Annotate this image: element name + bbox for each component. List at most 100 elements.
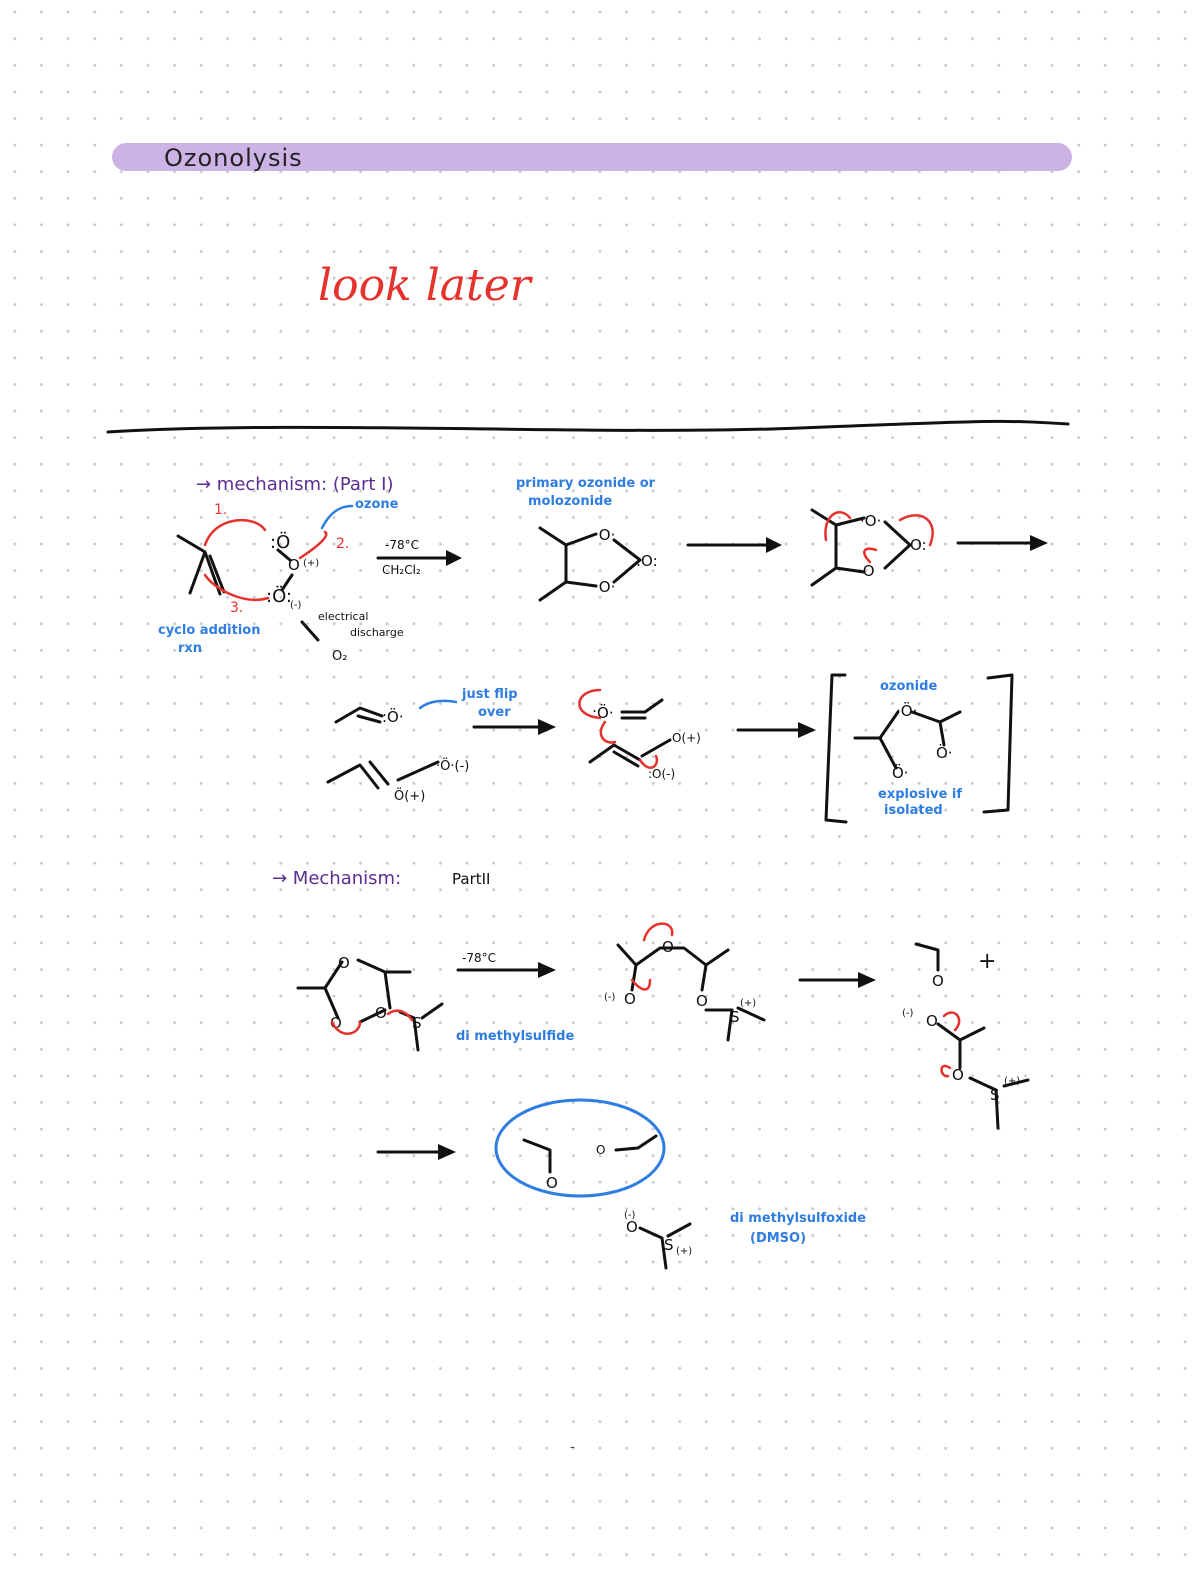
curved-arrow-3 [203,573,270,601]
svg-text:(-): (-) [604,992,616,1003]
carbonyl-fragment-structure: :Ö· [334,706,404,726]
dmso-abbrev-label: (DMSO) [750,1231,806,1246]
step-3-label: 3. [230,600,243,616]
svg-text:O:: O: [910,536,927,554]
svg-text:O: O [662,938,674,956]
bracket-right [982,673,1014,814]
part2-heading-prefix: → Mechanism: [272,868,401,889]
curved-arrow-4 [824,511,852,542]
svg-text:·O·: ·O· [860,512,881,530]
flip-pointer-arrow [418,699,458,710]
svg-text:(+): (+) [740,998,756,1009]
svg-text:·Ö·(-): ·Ö·(-) [436,757,469,774]
svg-text:O: O [926,1012,938,1030]
arrow-head-4 [538,719,556,735]
svg-text:O: O [932,972,944,990]
svg-text::Ö: :Ö [270,531,290,553]
cond1-temp: -78°C [385,538,419,552]
part2-heading-suffix: PartII [452,870,490,888]
step-2-label: 2. [336,536,349,552]
svg-text:O: O [596,1143,605,1157]
svg-text:O: O [546,1174,558,1192]
ozonide-structure: ·Ö· Ö· Ö· [853,701,962,782]
ozone-structure: :Ö O (+) :Ö: (-) [266,531,319,611]
title-banner: Ozonolysis [112,143,1072,172]
intermediate-structure: O O (-) O S (+) [604,938,766,1042]
svg-text:O: O [338,954,350,972]
svg-text:O: O [288,556,300,574]
curved-arrow-5 [863,547,878,564]
arrow-head-6 [538,962,556,978]
svg-text:·O: ·O [858,562,875,580]
svg-text::O:: :O: [636,552,658,570]
svg-text:O: O [626,1218,638,1236]
cycloaddition-label: cyclo addition [158,623,261,638]
svg-text:S: S [412,1014,422,1032]
svg-text:O: O [624,990,636,1008]
curved-arrow-2 [298,530,328,560]
cond1-solvent: CH₂Cl₂ [382,563,421,577]
explosive-label-2: isolated [884,803,943,818]
discharge-line [300,620,320,642]
alkene-structure [176,534,226,596]
page-title: Ozonolysis [164,144,303,172]
svg-text:O: O [375,1004,387,1022]
explosive-label: explosive if [878,787,962,802]
svg-text:(+): (+) [303,558,319,569]
arrow-head-3 [1030,535,1048,551]
svg-text:O(+): O(+) [672,731,701,745]
curved-arrow-10 [330,1020,362,1035]
curved-arrow-14 [942,1011,961,1032]
svg-text:O: O [696,992,708,1010]
carbonyl-oxide-structure: Ö(+) ·Ö·(-) [326,757,469,804]
svg-text:S: S [990,1086,1000,1104]
svg-text:(+): (+) [1004,1076,1020,1087]
svg-text:S: S [730,1008,740,1026]
svg-text:Ö·: Ö· [936,743,953,762]
ozonide-dms-structure: O O O S [296,954,444,1052]
dmso-label: di methylsulfoxide [730,1211,866,1226]
arrow-head-7 [858,972,876,988]
arrow-head-2 [766,537,782,553]
bracket-left [824,673,848,824]
just-flip-label-2: over [478,705,511,720]
ozone-label: ozone [355,497,399,512]
curved-arrow-13 [630,978,652,991]
arrow-head-1 [446,550,462,566]
svg-text:(-): (-) [290,600,302,611]
svg-text:O: O [952,1066,964,1084]
svg-text:·Ö·: ·Ö· [896,701,917,720]
molozonide-arrow-structure: ·O· O: ·O [810,508,927,587]
o2-label: O₂ [332,649,347,664]
curved-arrow-6 [898,514,934,547]
primary-ozonide-structure: ·O· :O: ·O· [538,526,658,602]
page-number: - [570,1438,575,1454]
section-divider [106,419,1070,434]
svg-text::Ö·: :Ö· [382,707,404,726]
arrow-head-8 [438,1144,456,1160]
svg-text:(-): (-) [902,1008,914,1019]
arrow-head-5 [798,722,816,738]
svg-text:·O·: ·O· [594,578,615,596]
sulfonium-alkoxide-structure: (-) O O S (+) [902,1008,1030,1130]
curved-arrow-9 [599,720,617,744]
look-later-note: look later [318,260,534,311]
svg-text:(+): (+) [676,1246,692,1257]
curved-arrow-15 [940,1064,952,1078]
molozonide-label: molozonide [528,494,612,509]
dimethylsulfide-label: di methylsulfide [456,1029,574,1044]
recombination-structure: :Ö· O(+) :O(-) [588,698,701,781]
just-flip-label: just flip [461,687,518,702]
curved-arrow-7 [578,688,602,720]
dmso-structure: (-) O S (+) [624,1210,692,1270]
svg-text::Ö·: :Ö· [592,703,614,722]
ozone-pointer-arrow [320,504,354,530]
products-highlight-circle [494,1098,666,1198]
curved-arrow-12 [642,922,674,942]
plus-sign: + [978,949,996,974]
svg-text:S: S [664,1236,674,1254]
cond2-temp: -78°C [462,951,496,965]
final-aldehyde-products: O O [522,1134,658,1192]
curved-arrow-8 [638,754,659,769]
